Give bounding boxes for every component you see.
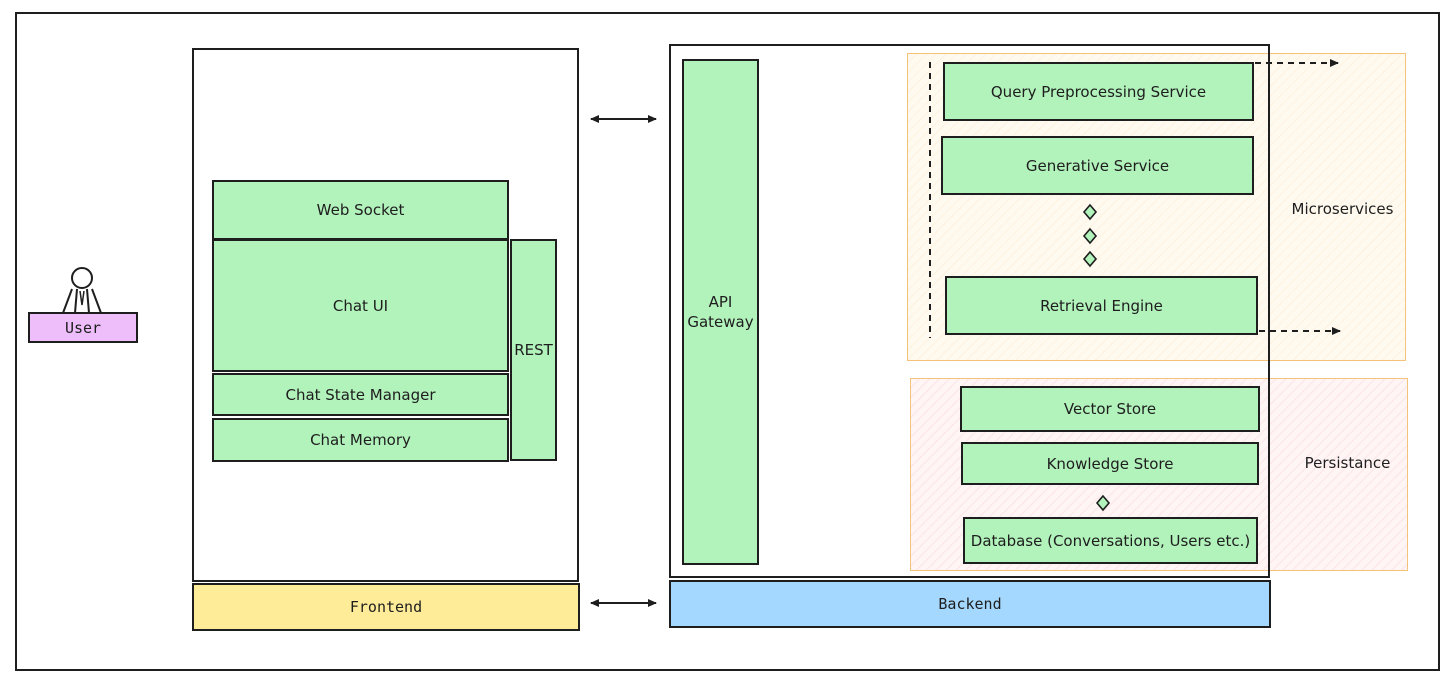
- rest-box: REST: [510, 239, 557, 461]
- persistence-label: Persistance: [1304, 454, 1391, 472]
- user-label: User: [64, 318, 102, 337]
- vector-store-box: Vector Store: [960, 386, 1260, 432]
- web-socket-box: Web Socket: [212, 180, 509, 240]
- frontend-bar: Frontend: [192, 583, 580, 631]
- database-box: Database (Conversations, Users etc.): [963, 517, 1258, 564]
- retrieval-engine-box: Retrieval Engine: [945, 276, 1258, 335]
- frontend-label: Frontend: [349, 598, 423, 616]
- backend-container: [669, 44, 1270, 578]
- query-preprocessing-service-box: Query Preprocessing Service: [943, 62, 1254, 121]
- chat-state-manager-box: Chat State Manager: [212, 373, 509, 416]
- api-gateway-box: API Gateway: [682, 59, 759, 565]
- diagram-border: [15, 12, 1440, 671]
- chat-memory-box: Chat Memory: [212, 418, 509, 462]
- backend-bar: Backend: [669, 580, 1271, 628]
- person-icon: [62, 267, 102, 314]
- chat-ui-box: Chat UI: [212, 239, 509, 372]
- microservices-label: Microservices: [1291, 200, 1394, 218]
- user-actor: User: [28, 265, 140, 345]
- knowledge-store-box: Knowledge Store: [961, 442, 1259, 485]
- backend-label: Backend: [938, 595, 1002, 613]
- user-box: User: [28, 312, 138, 343]
- frontend-container: [192, 48, 579, 582]
- generative-service-box: Generative Service: [941, 136, 1254, 195]
